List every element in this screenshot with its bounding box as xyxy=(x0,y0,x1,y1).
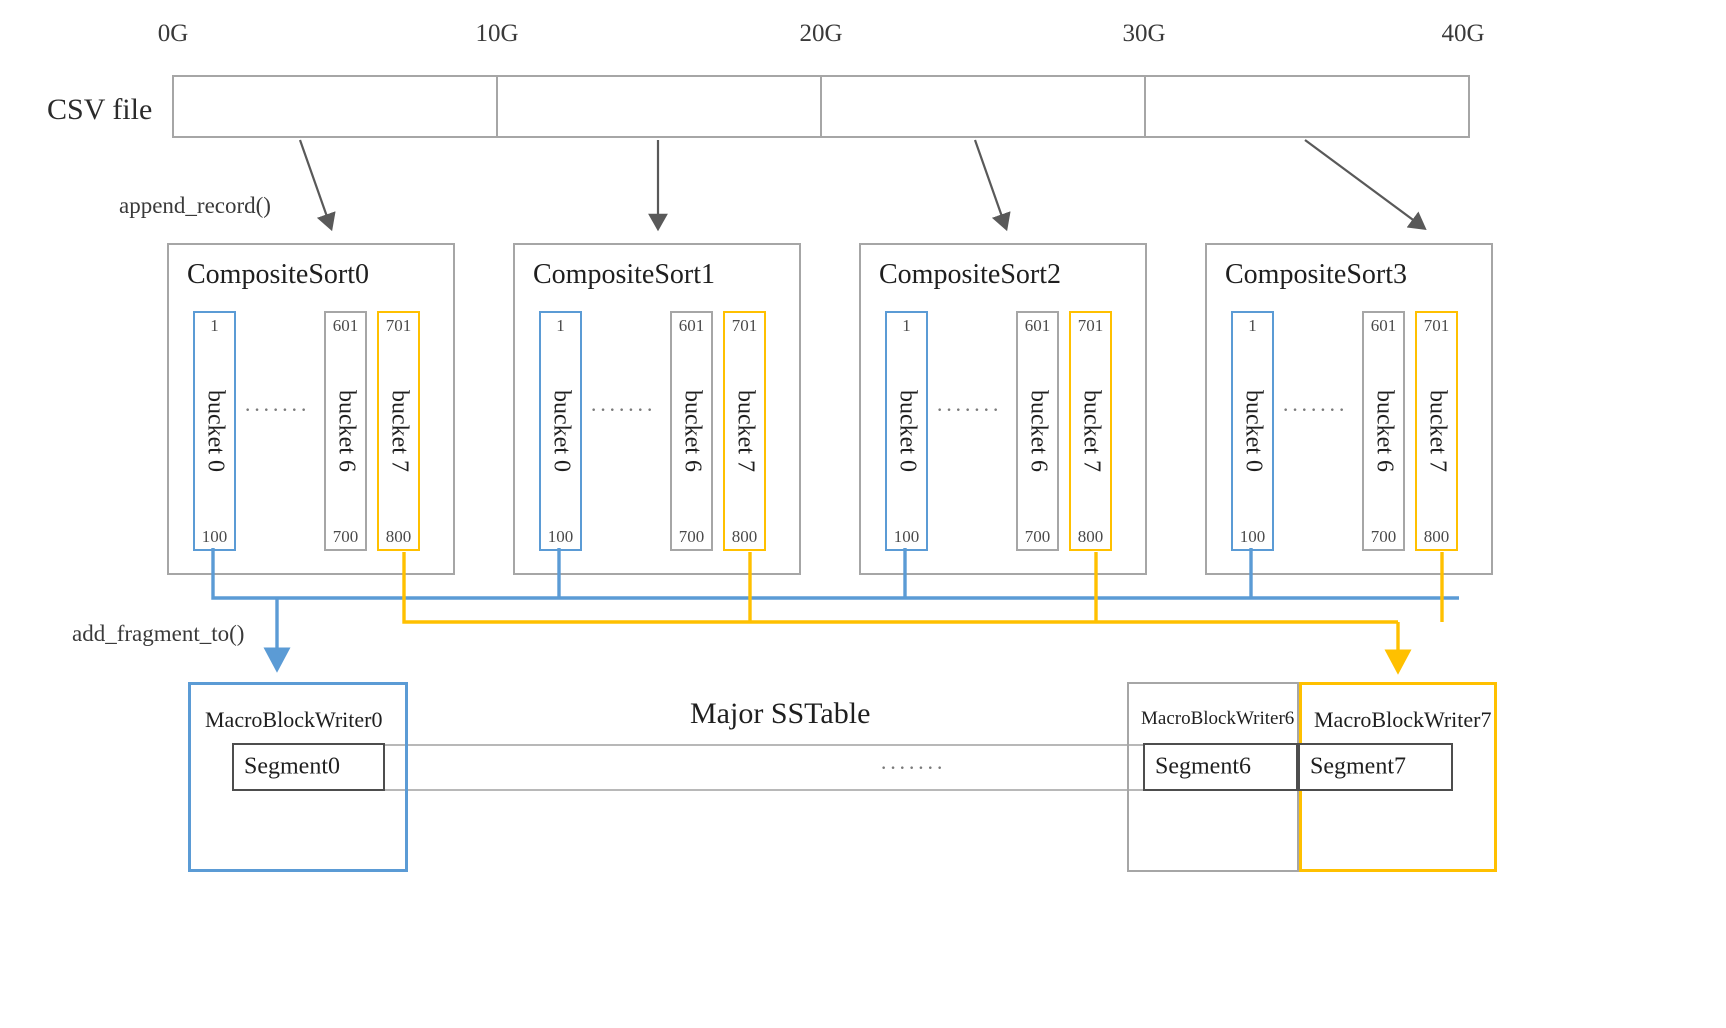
bucket-label: bucket 0 xyxy=(548,390,574,472)
macro-block-writer-0[interactable]: MacroBlockWriter0 xyxy=(188,682,408,872)
composite-sort-1-ellipsis: ······· xyxy=(590,397,656,422)
macro-block-writer-6-title: MacroBlockWriter6 xyxy=(1141,708,1295,729)
csv-file-strip xyxy=(172,75,1470,138)
composite-sort-3-bucket-0[interactable]: 1 bucket 0 100 xyxy=(1231,311,1274,551)
composite-sort-1-title: CompositeSort1 xyxy=(533,259,716,290)
bucket-range-end: 100 xyxy=(201,527,228,546)
bucket-range-start: 1 xyxy=(902,316,911,335)
major-sstable-title: Major SSTable xyxy=(690,697,871,730)
bucket-range-end: 800 xyxy=(385,527,412,546)
bucket-range-start: 701 xyxy=(385,316,412,335)
bucket-range-end: 800 xyxy=(731,527,758,546)
bucket-range-end: 700 xyxy=(1370,527,1397,546)
composite-sort-3-bucket-6[interactable]: 601 bucket 6 700 xyxy=(1362,311,1405,551)
sstable-ellipsis: ······· xyxy=(880,755,946,780)
composite-sort-0-bucket-7[interactable]: 701 bucket 7 800 xyxy=(377,311,420,551)
csv-segment-0 xyxy=(174,77,498,136)
composite-sort-2-bucket-0[interactable]: 1 bucket 0 100 xyxy=(885,311,928,551)
csv-segment-1 xyxy=(498,77,822,136)
bucket-range-start: 601 xyxy=(1370,316,1397,335)
append-record-label: append_record() xyxy=(119,193,271,218)
append-arrow-3 xyxy=(1304,139,1427,230)
segment-6-label: Segment6 xyxy=(1155,753,1251,780)
csv-segment-3 xyxy=(1146,77,1468,136)
bucket-range-start: 601 xyxy=(678,316,705,335)
bucket-range-start: 601 xyxy=(1024,316,1051,335)
bucket-range-end: 100 xyxy=(547,527,574,546)
composite-sort-0-title: CompositeSort0 xyxy=(187,259,370,290)
macro-block-writer-0-title: MacroBlockWriter0 xyxy=(205,707,383,732)
add-fragment-to-label: add_fragment_to() xyxy=(72,621,245,646)
bucket-label: bucket 7 xyxy=(1424,390,1450,472)
bucket-range-end: 700 xyxy=(678,527,705,546)
bucket-label: bucket 7 xyxy=(1078,390,1104,472)
bucket-range-start: 701 xyxy=(1423,316,1450,335)
composite-sort-1-bucket-6[interactable]: 601 bucket 6 700 xyxy=(670,311,713,551)
bucket-range-end: 700 xyxy=(332,527,359,546)
bucket-range-end: 800 xyxy=(1077,527,1104,546)
bucket-range-end: 100 xyxy=(1239,527,1266,546)
axis-tick-0: 0G xyxy=(157,20,189,47)
composite-sort-0[interactable]: CompositeSort0 1 bucket 0 100 ······· 60… xyxy=(167,243,455,575)
axis-tick-2: 20G xyxy=(799,20,843,47)
sstable-rail-top xyxy=(240,744,1412,746)
composite-sort-3[interactable]: CompositeSort3 1 bucket 0 100 ······· 60… xyxy=(1205,243,1493,575)
bucket-label: bucket 6 xyxy=(333,390,359,472)
macro-block-writer-7-title: MacroBlockWriter7 xyxy=(1314,707,1492,732)
bucket-range-end: 800 xyxy=(1423,527,1450,546)
axis-tick-3: 30G xyxy=(1122,20,1166,47)
composite-sort-2-bucket-7[interactable]: 701 bucket 7 800 xyxy=(1069,311,1112,551)
append-arrow-2 xyxy=(973,139,1011,232)
composite-sort-1-bucket-0[interactable]: 1 bucket 0 100 xyxy=(539,311,582,551)
bucket-label: bucket 6 xyxy=(1371,390,1397,472)
sstable-rail-bottom xyxy=(240,789,1412,791)
segment-7-label: Segment7 xyxy=(1310,753,1406,780)
composite-sort-0-ellipsis: ······· xyxy=(244,397,310,422)
bucket-label: bucket 7 xyxy=(386,390,412,472)
csv-file-label: CSV file xyxy=(47,93,153,126)
bucket-label: bucket 0 xyxy=(1240,390,1266,472)
composite-sort-2-title: CompositeSort2 xyxy=(879,259,1062,290)
bucket-label: bucket 6 xyxy=(1025,390,1051,472)
composite-sort-2-bucket-6[interactable]: 601 bucket 6 700 xyxy=(1016,311,1059,551)
csv-segment-2 xyxy=(822,77,1146,136)
bucket-range-end: 700 xyxy=(1024,527,1051,546)
bucket-range-start: 701 xyxy=(731,316,758,335)
axis-tick-4: 40G xyxy=(1441,20,1485,47)
segment-7[interactable]: Segment7 xyxy=(1298,743,1453,791)
composite-sort-1[interactable]: CompositeSort1 1 bucket 0 100 ······· 60… xyxy=(513,243,801,575)
composite-sort-0-bucket-0[interactable]: 1 bucket 0 100 xyxy=(193,311,236,551)
composite-sort-3-ellipsis: ······· xyxy=(1282,397,1348,422)
macro-block-writer-7[interactable]: MacroBlockWriter7 xyxy=(1299,682,1497,872)
composite-sort-1-bucket-7[interactable]: 701 bucket 7 800 xyxy=(723,311,766,551)
segment-0[interactable]: Segment0 xyxy=(232,743,385,791)
bucket-range-start: 701 xyxy=(1077,316,1104,335)
bucket-range-start: 601 xyxy=(332,316,359,335)
bucket-range-start: 1 xyxy=(556,316,565,335)
bucket-label: bucket 7 xyxy=(732,390,758,472)
bucket-range-end: 100 xyxy=(893,527,920,546)
composite-sort-2[interactable]: CompositeSort2 1 bucket 0 100 ······· 60… xyxy=(859,243,1147,575)
axis-tick-1: 10G xyxy=(475,20,519,47)
composite-sort-0-bucket-6[interactable]: 601 bucket 6 700 xyxy=(324,311,367,551)
bucket-label: bucket 0 xyxy=(894,390,920,472)
composite-sort-2-ellipsis: ······· xyxy=(936,397,1002,422)
segment-0-label: Segment0 xyxy=(244,753,340,780)
append-arrow-0 xyxy=(298,139,336,232)
bucket-label: bucket 0 xyxy=(202,390,228,472)
segment-6[interactable]: Segment6 xyxy=(1143,743,1298,791)
bucket-range-start: 1 xyxy=(1248,316,1257,335)
composite-sort-3-bucket-7[interactable]: 701 bucket 7 800 xyxy=(1415,311,1458,551)
bucket-range-start: 1 xyxy=(210,316,219,335)
bucket-label: bucket 6 xyxy=(679,390,705,472)
composite-sort-3-title: CompositeSort3 xyxy=(1225,259,1408,290)
